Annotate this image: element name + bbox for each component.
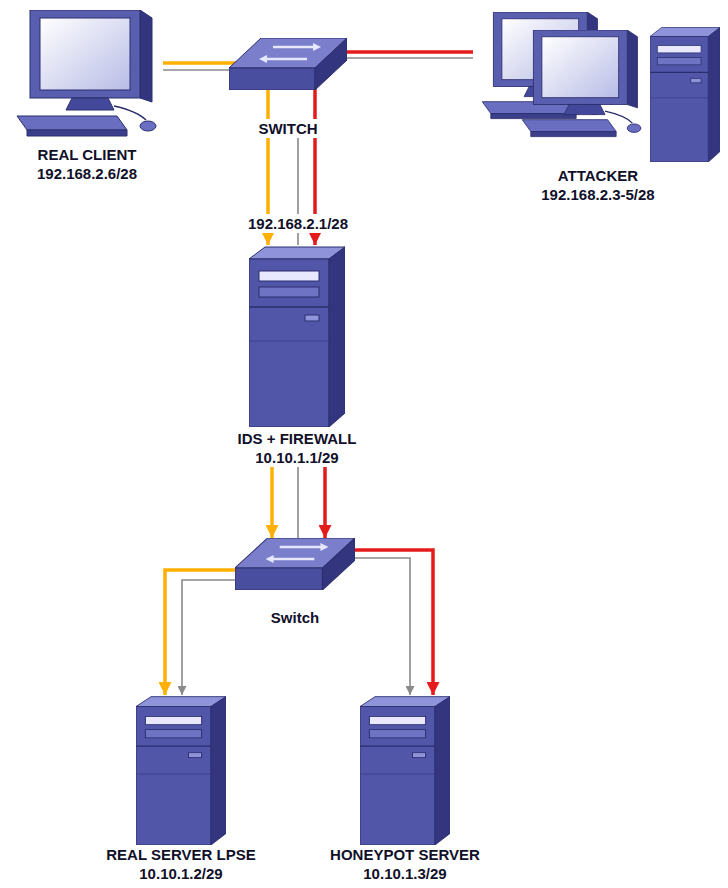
device-name: REAL SERVER LPSE (106, 845, 256, 864)
link-line (182, 580, 235, 695)
link-line (297, 467, 299, 538)
device-name: Switch (271, 608, 319, 627)
client-computer: REAL CLIENT192.168.2.6/28 (11, 10, 163, 183)
ip-address: 10.10.1.2/29 (139, 864, 222, 883)
interface-address: 192.168.2.1/28 (245, 214, 351, 233)
device-name: SWITCH (256, 119, 319, 138)
server-icon (650, 27, 720, 162)
attacker-hosts: ATTACKER192.168.2.3-5/28 (473, 12, 723, 204)
link-line (163, 69, 229, 71)
ip-address: 10.10.1.1/29 (255, 448, 338, 467)
server-icon (249, 247, 345, 427)
ids-firewall-server: IDS + FIREWALL10.10.1.1/29 (234, 245, 361, 467)
server-icon (136, 697, 226, 845)
attack-traffic-flow (323, 467, 327, 538)
ip-address: 10.10.1.3/29 (363, 864, 446, 883)
device-name: IDS + FIREWALL (238, 429, 357, 448)
ip-address: 192.168.2.6/28 (37, 164, 137, 183)
link-line (355, 558, 410, 695)
legit-traffic-flow (270, 467, 274, 538)
attack-traffic-flow (355, 550, 433, 695)
legit-traffic-flow (165, 570, 235, 695)
switch-icon (235, 538, 355, 590)
computer-icon (17, 10, 156, 136)
device-name: HONEYPOT SERVER (330, 845, 480, 864)
switch-icon (229, 38, 347, 90)
network-switch: Switch (235, 538, 355, 627)
honeypot-server: HONEYPOT SERVER10.10.1.3/29 (326, 695, 484, 883)
server-icon (360, 697, 450, 845)
device-name: REAL CLIENT (38, 145, 137, 164)
ip-address: 192.168.2.3-5/28 (541, 185, 654, 204)
real-server: REAL SERVER LPSE10.10.1.2/29 (102, 695, 260, 883)
device-name: ATTACKER (558, 166, 638, 185)
link-line (347, 57, 473, 59)
network-switch: SWITCH (229, 38, 347, 138)
computer-icon (522, 30, 641, 137)
